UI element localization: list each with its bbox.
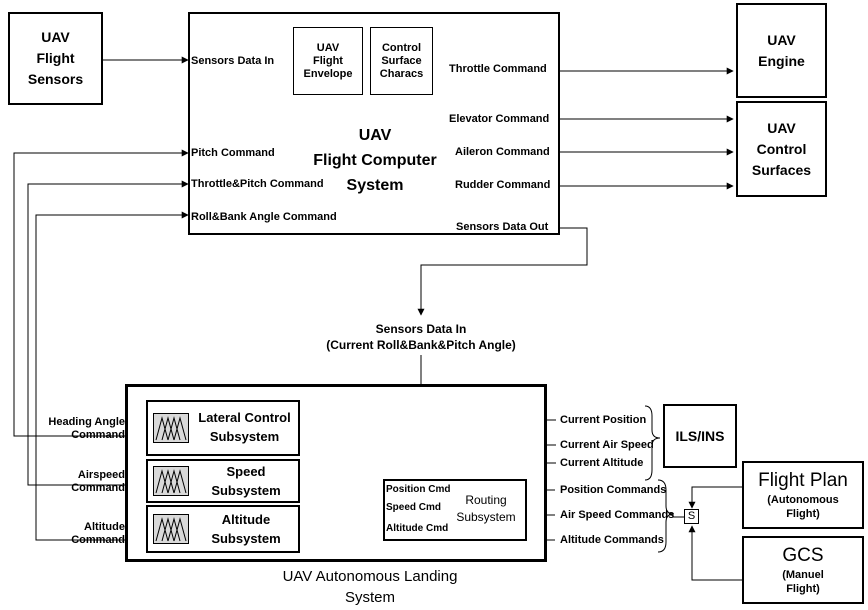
engine-line-2: Engine xyxy=(758,52,805,69)
control-surface-characs-block: Control Surface Characs xyxy=(370,27,433,95)
altitude-commands-label: Altitude Commands xyxy=(560,534,664,546)
airspeed-commands-label: Air Speed Commands xyxy=(560,509,675,521)
routing-line-1: Routing xyxy=(465,493,507,507)
fuzzy-membership-icon xyxy=(153,466,189,496)
heading-line-1: Heading Angle xyxy=(48,416,125,428)
switch-label: S xyxy=(687,510,696,522)
characs-line-2: Surface xyxy=(381,54,422,67)
fcs-roll-bank-command-label: Roll&Bank Angle Command xyxy=(191,211,337,223)
flight-plan-sub-1: (Autonomous xyxy=(767,494,839,506)
envelope-line-1: UAV xyxy=(316,41,340,54)
fuzzy-membership-icon xyxy=(153,413,189,443)
speed-line-1: Speed xyxy=(226,464,266,479)
ils-label: ILS/INS xyxy=(675,427,725,444)
flight-plan-title: Flight Plan xyxy=(758,470,848,491)
fcs-elevator-command-label: Elevator Command xyxy=(449,113,550,125)
lateral-line-1: Lateral Control xyxy=(198,410,291,425)
speed-cmd-label: Speed Cmd xyxy=(386,502,442,513)
altitude-line-1: Altitude xyxy=(221,512,271,527)
flight-plan-block: Flight Plan (Autonomous Flight) xyxy=(742,461,864,529)
gcs-sub-1: (Manuel xyxy=(782,569,824,581)
arrow-airspeed-to-throttle-pitch xyxy=(27,180,189,486)
surfaces-line-3: Surfaces xyxy=(751,161,812,178)
uav-control-surfaces-block: UAV Control Surfaces xyxy=(736,101,827,197)
current-position-label: Current Position xyxy=(560,414,647,426)
sensors-line-3: Sensors xyxy=(27,71,84,87)
routing-label: Routing Subsystem xyxy=(450,489,522,529)
airspeed-line-2: Command xyxy=(71,482,125,494)
airspeed-line-1: Airspeed xyxy=(77,469,125,481)
ils-ins-block: ILS/INS xyxy=(663,404,737,468)
arrow-flightplan-to-switch xyxy=(688,486,742,509)
characs-line-1: Control xyxy=(381,41,422,54)
landing-sensors-line-2: (Current Roll&Bank&Pitch Angle) xyxy=(326,338,516,352)
heading-line-2: Command xyxy=(71,429,125,441)
speed-label: Speed Subsystem xyxy=(196,461,296,501)
altitude-command-label: Altitude Command xyxy=(40,519,125,549)
current-altitude-label: Current Altitude xyxy=(560,457,644,469)
surfaces-line-2: Control xyxy=(756,140,807,157)
switch-block: S xyxy=(684,509,699,524)
arrow-sensors-out-to-landing xyxy=(417,227,588,316)
landing-system-caption: UAV Autonomous Landing System xyxy=(240,565,500,609)
fcs-sensors-data-out-label: Sensors Data Out xyxy=(456,221,549,233)
altitude-line-2: Subsystem xyxy=(211,531,281,546)
characs-line-3: Characs xyxy=(379,67,424,80)
altitude-out-line-1: Altitude xyxy=(84,521,125,533)
speed-line-2: Subsystem xyxy=(211,483,281,498)
fcs-title-line-1: UAV xyxy=(358,126,392,144)
caption-line-2: System xyxy=(344,589,395,606)
fcs-title-line-3: System xyxy=(346,176,404,194)
fcs-aileron-command-label: Aileron Command xyxy=(455,146,550,158)
altitude-cmd-label: Altitude Cmd xyxy=(386,523,449,534)
flight-envelope-block: UAV Flight Envelope xyxy=(293,27,363,95)
engine-line-1: UAV xyxy=(767,31,796,48)
gcs-title: GCS xyxy=(782,545,824,566)
fcs-pitch-command-label: Pitch Command xyxy=(191,147,275,159)
brace-ils xyxy=(644,405,661,481)
gcs-block: GCS (Manuel Flight) xyxy=(742,536,864,604)
heading-angle-command-label: Heading Angle Command xyxy=(40,414,125,444)
sensors-line-2: Flight xyxy=(36,50,75,66)
routing-line-2: Subsystem xyxy=(456,510,516,524)
fcs-title: UAV Flight Computer System xyxy=(290,122,460,198)
fcs-rudder-command-label: Rudder Command xyxy=(455,179,551,191)
fuzzy-membership-icon xyxy=(153,514,189,544)
arrow-heading-to-pitch xyxy=(13,149,189,437)
uav-engine-block: UAV Engine xyxy=(736,3,827,98)
lateral-line-2: Subsystem xyxy=(209,429,280,444)
landing-sensors-data-in-label: Sensors Data In (Current Roll&Bank&Pitch… xyxy=(290,318,552,356)
altitude-out-line-2: Command xyxy=(71,534,125,546)
flight-plan-sub-2: Flight) xyxy=(786,508,820,520)
airspeed-command-label: Airspeed Command xyxy=(40,467,125,497)
position-cmd-label: Position Cmd xyxy=(386,484,451,495)
caption-line-1: UAV Autonomous Landing xyxy=(282,568,458,585)
arrow-altitude-to-roll-bank xyxy=(35,211,189,541)
position-commands-label: Position Commands xyxy=(560,484,667,496)
routing-subsystem-block xyxy=(383,479,527,541)
fcs-sensors-data-in-label: Sensors Data In xyxy=(191,55,275,67)
uav-flight-sensors-block: UAV Flight Sensors xyxy=(8,12,103,105)
gcs-sub-2: Flight) xyxy=(786,583,820,595)
fcs-throttle-pitch-command-label: Throttle&Pitch Command xyxy=(191,178,324,190)
arrow-gcs-to-switch xyxy=(688,525,742,581)
altitude-label: Altitude Subsystem xyxy=(196,508,296,550)
lateral-control-label: Lateral Control Subsystem xyxy=(192,405,297,449)
envelope-line-2: Flight xyxy=(313,54,343,67)
brace-plan xyxy=(657,479,675,553)
landing-sensors-line-1: Sensors Data In xyxy=(375,322,467,336)
sensors-line-1: UAV xyxy=(41,29,70,45)
envelope-line-3: Envelope xyxy=(303,67,353,80)
fcs-title-line-2: Flight Computer xyxy=(313,151,437,169)
current-airspeed-label: Current Air Speed xyxy=(560,439,654,451)
surfaces-line-1: UAV xyxy=(767,119,796,136)
fcs-throttle-command-label: Throttle Command xyxy=(449,63,547,75)
